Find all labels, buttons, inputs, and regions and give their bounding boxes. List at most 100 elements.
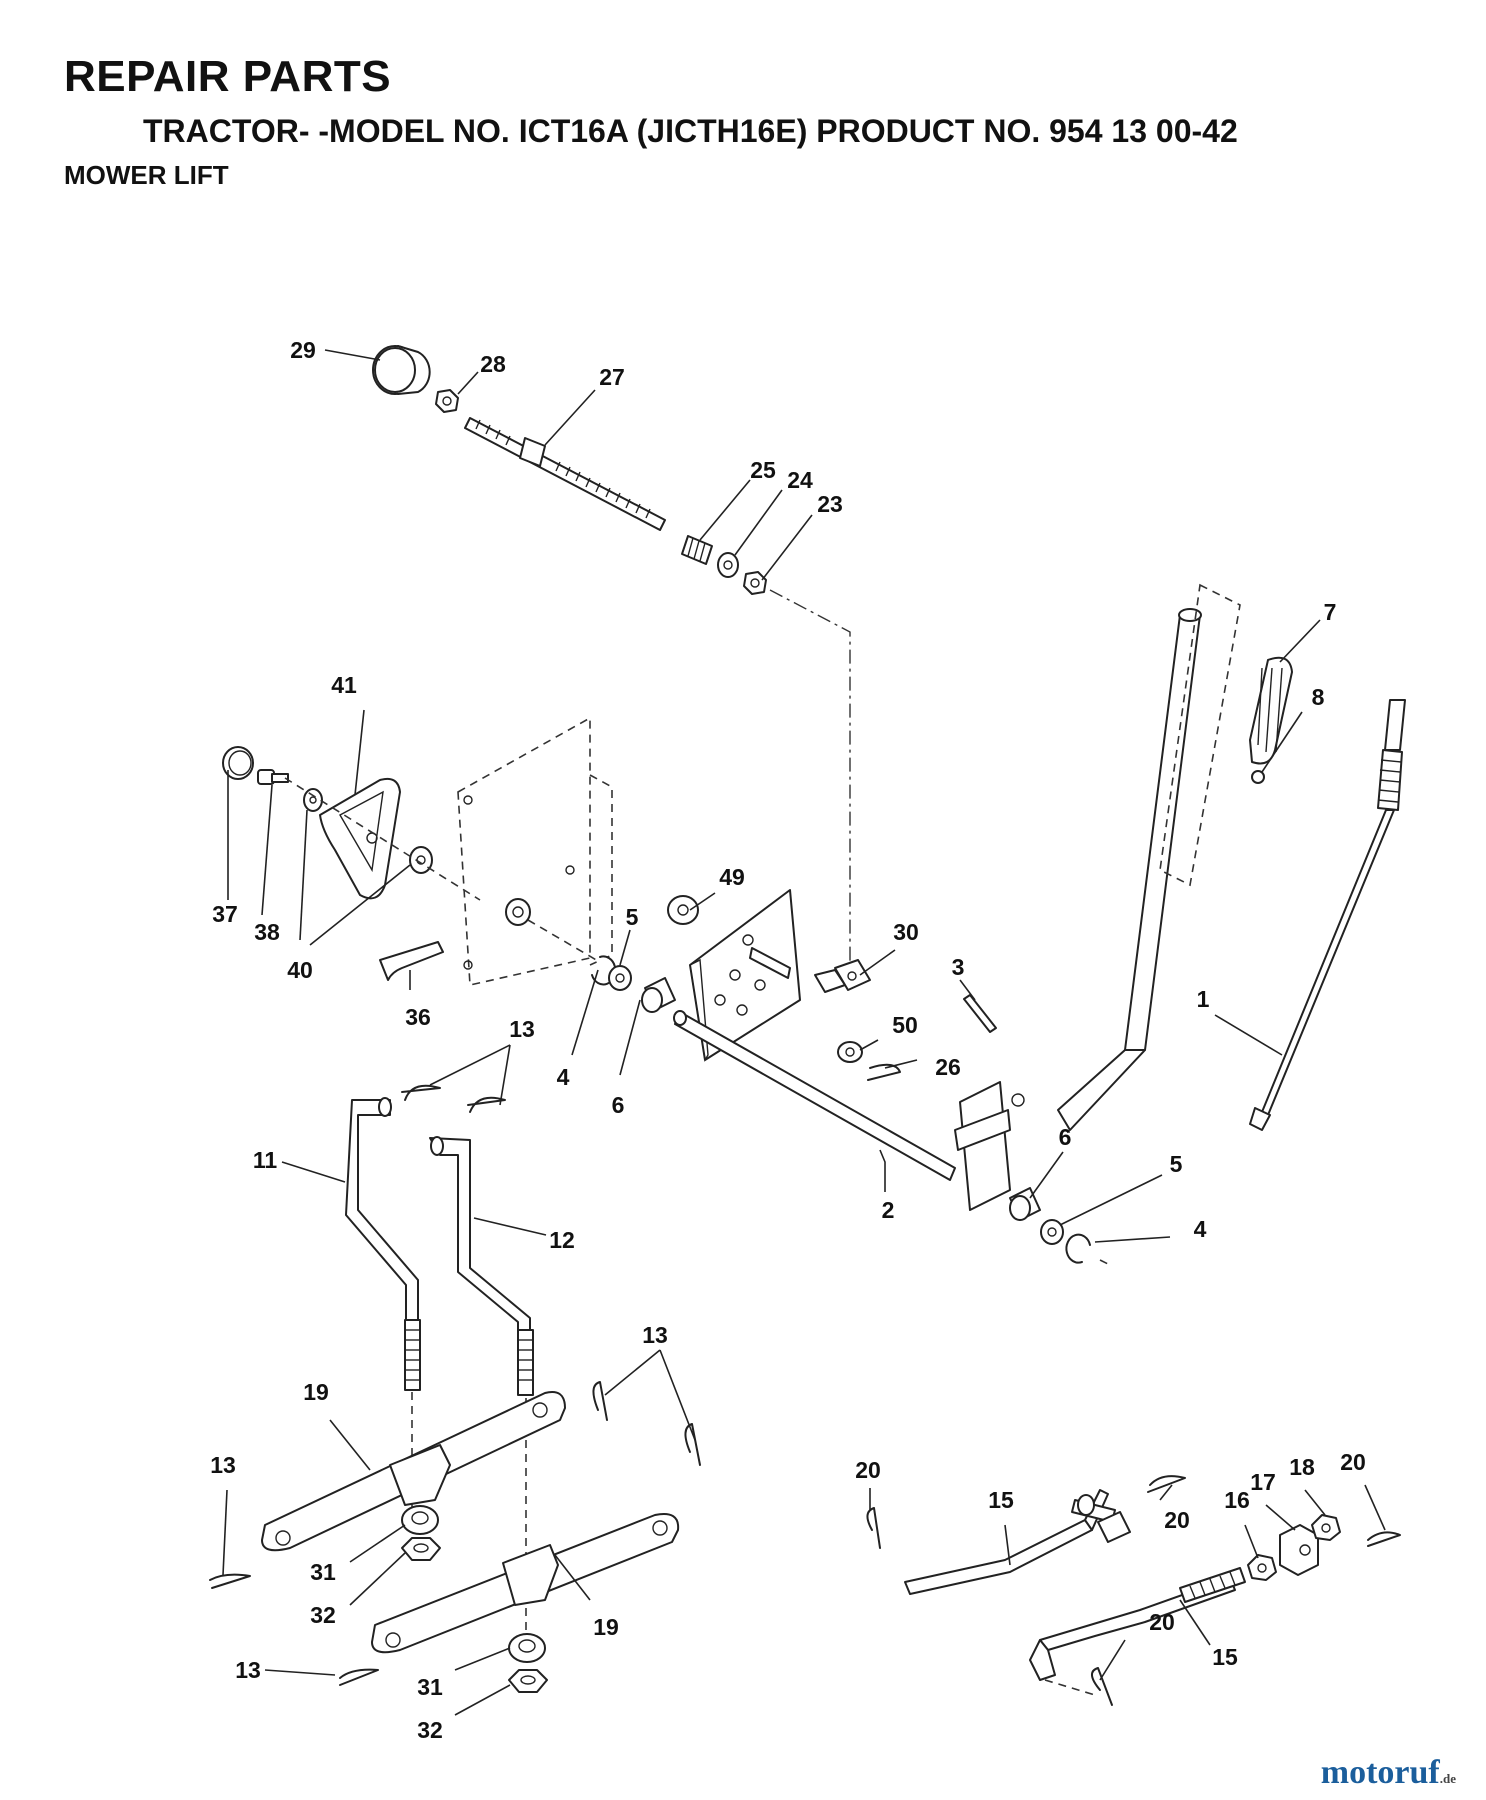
washer-5-a [608, 965, 632, 991]
nut-32-a [401, 1537, 441, 1561]
hair-pin-26 [867, 1063, 901, 1081]
callout-label: 38 [254, 919, 280, 945]
bushing-31-a [401, 1505, 439, 1535]
callout-label: 15 [1212, 1644, 1238, 1670]
callout-label: 49 [719, 864, 745, 890]
nut-23 [743, 571, 767, 595]
shaft-2 [673, 1010, 956, 1181]
nut-18 [1311, 1514, 1341, 1541]
callout-label: 23 [817, 491, 843, 517]
link-12 [429, 1136, 534, 1396]
lock-washer-50 [837, 1041, 863, 1063]
washer-40-b [409, 846, 433, 874]
callout-label: 13 [509, 1016, 535, 1042]
washer-5-b [1040, 1219, 1064, 1245]
lift-cable-1 [1249, 699, 1406, 1131]
plug-8 [1251, 770, 1265, 784]
callout-label: 15 [988, 1487, 1014, 1513]
callout-label: 11 [253, 1147, 278, 1173]
callout-label: 6 [1059, 1124, 1072, 1150]
pin-3 [963, 994, 997, 1033]
callout-label: 13 [642, 1322, 668, 1348]
lift-arm-19-a [261, 1391, 566, 1552]
lift-lever [954, 608, 1202, 1211]
bushing-37 [222, 746, 254, 780]
retaining-ring-4-b [1065, 1233, 1091, 1264]
callout-label: 31 [310, 1559, 336, 1585]
callout-label: 27 [599, 364, 625, 390]
link-11 [345, 1097, 421, 1391]
callout-label: 3 [952, 954, 965, 980]
callout-label: 41 [331, 672, 357, 698]
callout-label: 19 [303, 1379, 329, 1405]
bushing-6-a [641, 977, 676, 1013]
callout-label: 6 [612, 1092, 625, 1118]
draw-bar-15-a [904, 1489, 1131, 1595]
callout-label: 13 [210, 1452, 236, 1478]
callout-label: 5 [1170, 1151, 1183, 1177]
nut-16 [1247, 1554, 1277, 1581]
nut-28 [435, 389, 459, 413]
spacer-hub [505, 898, 531, 926]
callout-label: 20 [855, 1457, 881, 1483]
callout-label: 1 [1197, 986, 1210, 1012]
callout-label: 16 [1224, 1487, 1250, 1513]
callout-label: 2 [882, 1197, 895, 1223]
callout-label: 24 [787, 467, 813, 493]
section-title: MOWER LIFT [64, 160, 229, 190]
block-17 [1279, 1524, 1319, 1576]
callout-label: 13 [235, 1657, 261, 1683]
bolt-38 [257, 769, 289, 785]
callout-label: 30 [893, 919, 919, 945]
callout-label: 5 [626, 904, 639, 930]
callout-label: 20 [1164, 1507, 1190, 1533]
callout-label: 8 [1312, 684, 1325, 710]
spring-25 [681, 535, 713, 565]
watermark-logo: motoruf.de [1321, 1754, 1456, 1792]
hair-pin-20-a [866, 1507, 881, 1549]
washer-49 [667, 895, 699, 925]
bushing-6-b [1009, 1187, 1041, 1221]
page-subtitle: TRACTOR- -MODEL NO. ICT16A (JICTH16E) PR… [143, 113, 1238, 149]
nut-32-b [508, 1669, 548, 1693]
draw-bar-15-b [1029, 1567, 1246, 1681]
washer-40-a [303, 788, 323, 812]
watermark-tld: .de [1439, 1771, 1456, 1786]
callout-label: 7 [1324, 599, 1337, 625]
callout-label: 36 [405, 1004, 431, 1030]
hair-pin-13-a [401, 1084, 506, 1113]
washer-24 [717, 552, 739, 578]
callout-label: 32 [310, 1602, 336, 1628]
lift-arm-19-b [371, 1513, 680, 1654]
threaded-rod-27 [464, 417, 666, 531]
callout-label: 28 [480, 351, 506, 377]
page-title: REPAIR PARTS [64, 52, 392, 101]
callout-label: 40 [287, 957, 313, 983]
callout-label: 50 [892, 1012, 918, 1038]
knob-29 [372, 345, 431, 395]
hair-pin-20-c [1091, 1667, 1113, 1706]
callout-label: 31 [417, 1674, 443, 1700]
bushing-31-b [508, 1633, 546, 1663]
callout-label: 37 [212, 901, 238, 927]
callout-label: 26 [935, 1054, 961, 1080]
callout-label: 20 [1340, 1449, 1366, 1475]
callout-label: 19 [593, 1614, 619, 1640]
leader-lines [222, 349, 1386, 1716]
cam-plate-41 [319, 777, 401, 900]
callout-label: 4 [1194, 1216, 1207, 1242]
grip-7 [1249, 656, 1293, 765]
hair-pin-20-b [1147, 1475, 1401, 1547]
callout-label: 25 [750, 457, 776, 483]
callout-label: 12 [549, 1227, 575, 1253]
callout-label: 18 [1289, 1454, 1315, 1480]
hair-pins-13-b [209, 1381, 701, 1686]
clip-36 [379, 941, 444, 981]
callout-label: 29 [290, 337, 316, 363]
callout-label: 4 [557, 1064, 570, 1090]
callout-label: 17 [1250, 1469, 1276, 1495]
callout-label: 32 [417, 1717, 443, 1743]
callout-label: 20 [1149, 1609, 1175, 1635]
trunnion-30 [814, 959, 871, 993]
